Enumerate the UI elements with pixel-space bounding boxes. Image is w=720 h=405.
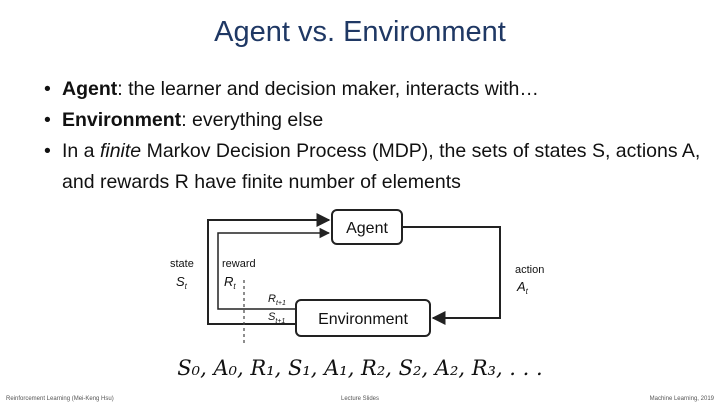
slide-title: Agent vs. Environment [214, 16, 506, 48]
footer-left: Reinforcement Learning (Mei-Keng Hsu) [6, 396, 114, 402]
bullet-agent-text: : the learner and decision maker, intera… [117, 78, 539, 100]
reward-symbol: Rt [224, 274, 236, 291]
trajectory-sequence: S₀, A₀, R₁, S₁, A₁, R₂, S₂, A₂, R₃, . . … [177, 356, 543, 380]
bullet-finite-mdp: In a finite Markov Decision Process (MDP… [44, 136, 704, 198]
state-symbol: St [176, 274, 188, 291]
next-reward-symbol: Rt+1 [268, 293, 286, 307]
bullet-mdp-em: finite [99, 140, 142, 162]
action-arrow [402, 226, 501, 325]
next-state-symbol: St+1 [268, 311, 285, 325]
environment-label: Environment [318, 311, 408, 328]
reward-label: reward [222, 258, 256, 270]
agent-label: Agent [346, 220, 388, 237]
bullet-environment-text: : everything else [181, 109, 324, 131]
footer-right: Machine Learning, 2019 [649, 396, 714, 402]
environment-box [295, 299, 431, 337]
bullet-agent-term: Agent [62, 78, 118, 100]
state-label: state [170, 258, 194, 270]
state-arrow [207, 213, 331, 325]
bullet-agent: Agent: the learner and decision maker, i… [44, 74, 704, 105]
bullet-environment-term: Environment [62, 109, 182, 131]
bullet-environment: Environment: everything else [44, 105, 704, 136]
bullet-mdp-post: Markov Decision Process (MDP), the sets … [62, 140, 701, 193]
action-symbol: At [516, 279, 529, 296]
reward-arrow [217, 227, 331, 310]
footer-center: Lecture Slides [340, 396, 380, 402]
action-label: action [515, 264, 544, 276]
bullet-list: Agent: the learner and decision maker, i… [44, 74, 704, 198]
bullet-mdp-pre: In a [62, 140, 100, 162]
agent-environment-diagram: Agent Environment state St reward Rt act… [170, 209, 544, 344]
